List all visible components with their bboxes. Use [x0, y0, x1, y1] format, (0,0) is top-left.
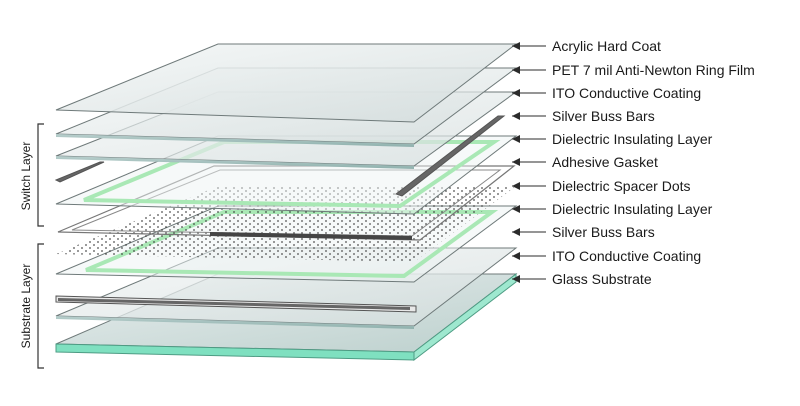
- callout-3: ITO Conductive Coating: [512, 85, 701, 101]
- label-spacer-dots: Dielectric Spacer Dots: [552, 178, 691, 194]
- switch-layer-bracket: [37, 123, 44, 227]
- label-silver-buss-upper: Silver Buss Bars: [552, 108, 655, 124]
- label-silver-buss-lower: Silver Buss Bars: [552, 224, 655, 240]
- callout-9: Silver Buss Bars: [512, 224, 655, 240]
- callout-5: Dielectric Insulating Layer: [512, 131, 713, 147]
- silver-buss-bars-upper: [54, 115, 506, 197]
- label-adhesive-gasket: Adhesive Gasket: [552, 154, 658, 170]
- label-ito-upper: ITO Conductive Coating: [552, 85, 701, 101]
- callout-7: Dielectric Spacer Dots: [512, 178, 691, 194]
- callout-10: ITO Conductive Coating: [512, 248, 701, 264]
- callout-11: Glass Substrate: [512, 271, 652, 287]
- label-dielectric-upper: Dielectric Insulating Layer: [552, 131, 713, 147]
- label-pet-film: PET 7 mil Anti-Newton Ring Film: [552, 62, 755, 78]
- callout-1: Acrylic Hard Coat: [512, 38, 661, 54]
- label-dielectric-lower: Dielectric Insulating Layer: [552, 201, 713, 217]
- substrate-layer-label: Substrate Layer: [19, 264, 33, 349]
- callout-6: Adhesive Gasket: [512, 154, 658, 170]
- substrate-layer-bracket: [37, 243, 44, 369]
- callout-2: PET 7 mil Anti-Newton Ring Film: [512, 62, 755, 78]
- callout-4: Silver Buss Bars: [512, 108, 655, 124]
- label-glass-substrate: Glass Substrate: [552, 271, 652, 287]
- label-acrylic-hard-coat: Acrylic Hard Coat: [552, 38, 661, 54]
- callout-8: Dielectric Insulating Layer: [512, 201, 713, 217]
- switch-layer-label: Switch Layer: [19, 142, 33, 211]
- silver-buss-bars-lower: [55, 295, 417, 313]
- label-ito-lower: ITO Conductive Coating: [552, 248, 701, 264]
